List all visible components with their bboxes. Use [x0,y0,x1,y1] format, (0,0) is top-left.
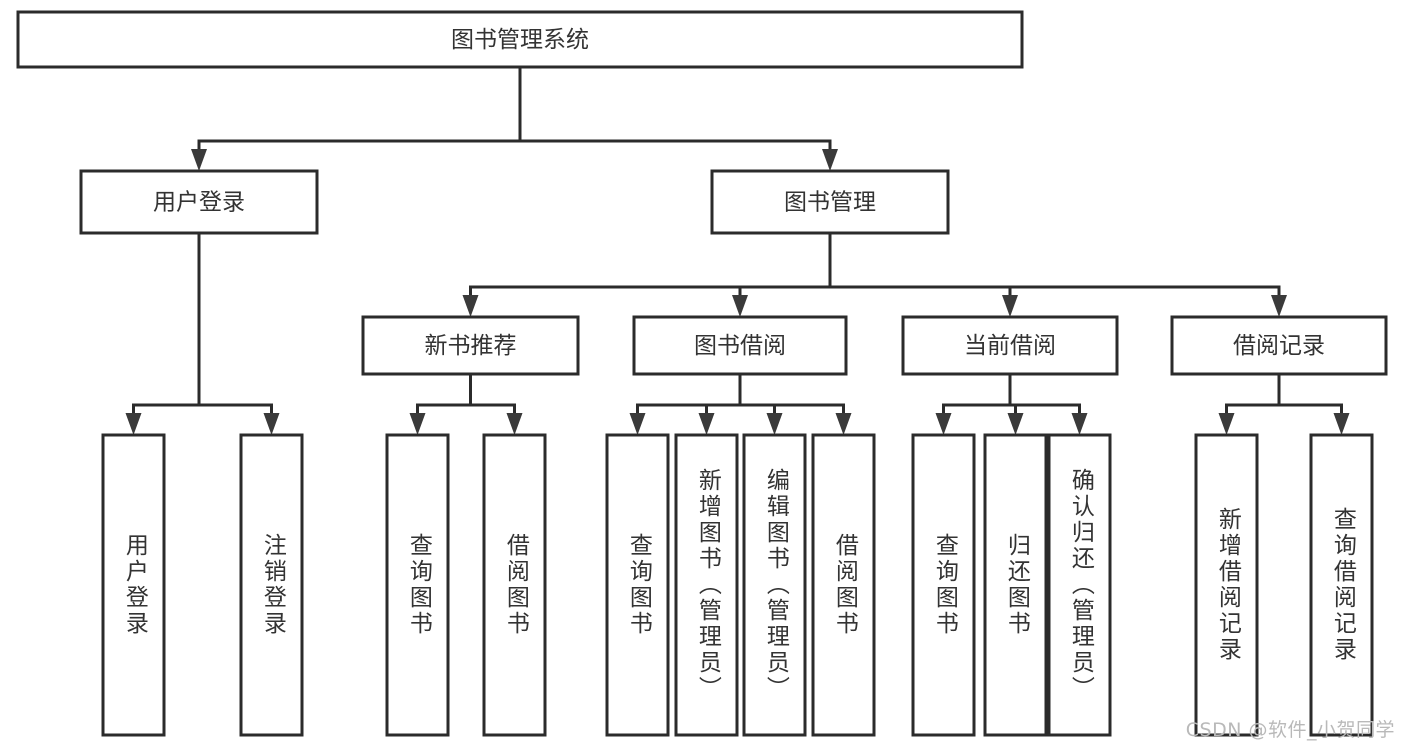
node-label: 图书管理 [784,190,876,216]
arrowhead-icon [1071,413,1088,435]
node-box[interactable] [16,10,1024,69]
node-leaf-user-logout[interactable] [239,433,304,737]
arrowhead-icon [629,413,646,435]
node-leaf-add-record[interactable] [1194,433,1259,737]
node-box[interactable] [901,315,1119,376]
node-label: 图书管理系统 [451,27,589,53]
node-user-login[interactable]: 用户登录 [79,169,319,235]
connector-edges-layer [125,65,1350,435]
edge-group-book-borrow [629,372,852,435]
node-box[interactable] [239,433,304,737]
arrowhead-icon [263,413,280,435]
node-leaf-edit-book[interactable] [742,433,807,737]
node-box[interactable] [1309,433,1374,737]
node-box[interactable] [385,433,450,737]
arrowhead-icon [1271,295,1287,317]
arrowhead-icon [766,413,783,435]
arrowhead-icon [732,295,748,317]
node-box[interactable] [911,433,976,737]
edge-group-root [191,65,838,171]
node-box[interactable] [1170,315,1388,376]
arrowhead-icon [698,413,715,435]
node-leaf-query-record[interactable] [1309,433,1374,737]
edge-group-new-book-rec [409,372,523,435]
node-box[interactable] [983,433,1048,737]
arrowhead-icon [1333,413,1350,435]
node-borrow-record[interactable]: 借阅记录 [1170,315,1388,376]
edge-group-current-borrow [935,372,1088,435]
edge-group-book-manage [462,231,1287,317]
edge-group-borrow-record [1218,372,1350,435]
node-leaf-return-book[interactable] [983,433,1048,737]
arrowhead-icon [191,149,207,171]
node-leaf-add-book[interactable] [674,433,739,737]
node-box[interactable] [742,433,807,737]
node-box[interactable] [674,433,739,737]
arrowhead-icon [506,413,523,435]
arrowhead-icon [835,413,852,435]
edge-group-user-login [125,231,280,435]
node-leaf-user-login[interactable] [101,433,166,737]
node-box[interactable] [1194,433,1259,737]
node-box[interactable] [1047,433,1112,737]
node-leaf-confirm-return[interactable] [1047,433,1112,737]
arrowhead-icon [409,413,426,435]
node-box[interactable] [811,433,876,737]
node-label: 用户登录 [153,190,245,216]
node-box[interactable] [482,433,547,737]
node-book-manage[interactable]: 图书管理 [710,169,950,235]
node-box[interactable] [710,169,950,235]
node-label: 当前借阅 [964,333,1056,359]
node-leaf-query-book-3[interactable] [911,433,976,737]
arrowhead-icon [935,413,952,435]
node-box[interactable] [605,433,670,737]
csdn-watermark: CSDN @软件_小贺同学 [1185,719,1395,741]
node-box[interactable] [101,433,166,737]
node-leaf-borrow-book-1[interactable] [482,433,547,737]
arrowhead-icon [125,413,142,435]
node-book-borrow[interactable]: 图书借阅 [632,315,848,376]
node-root[interactable]: 图书管理系统 [16,10,1024,69]
arrowhead-icon [1218,413,1235,435]
arrowhead-icon [822,149,838,171]
node-box[interactable] [632,315,848,376]
node-label: 图书借阅 [694,333,786,359]
node-label: 新书推荐 [425,333,517,359]
node-current-borrow[interactable]: 当前借阅 [901,315,1119,376]
node-leaf-query-book-1[interactable] [385,433,450,737]
arrowhead-icon [1002,295,1018,317]
node-box[interactable] [361,315,580,376]
node-leaf-borrow-book-2[interactable] [811,433,876,737]
arrowhead-icon [1007,413,1024,435]
node-new-book-rec[interactable]: 新书推荐 [361,315,580,376]
arrowhead-icon [462,295,479,317]
node-label: 借阅记录 [1233,333,1325,359]
node-box[interactable] [79,169,319,235]
node-leaf-query-book-2[interactable] [605,433,670,737]
